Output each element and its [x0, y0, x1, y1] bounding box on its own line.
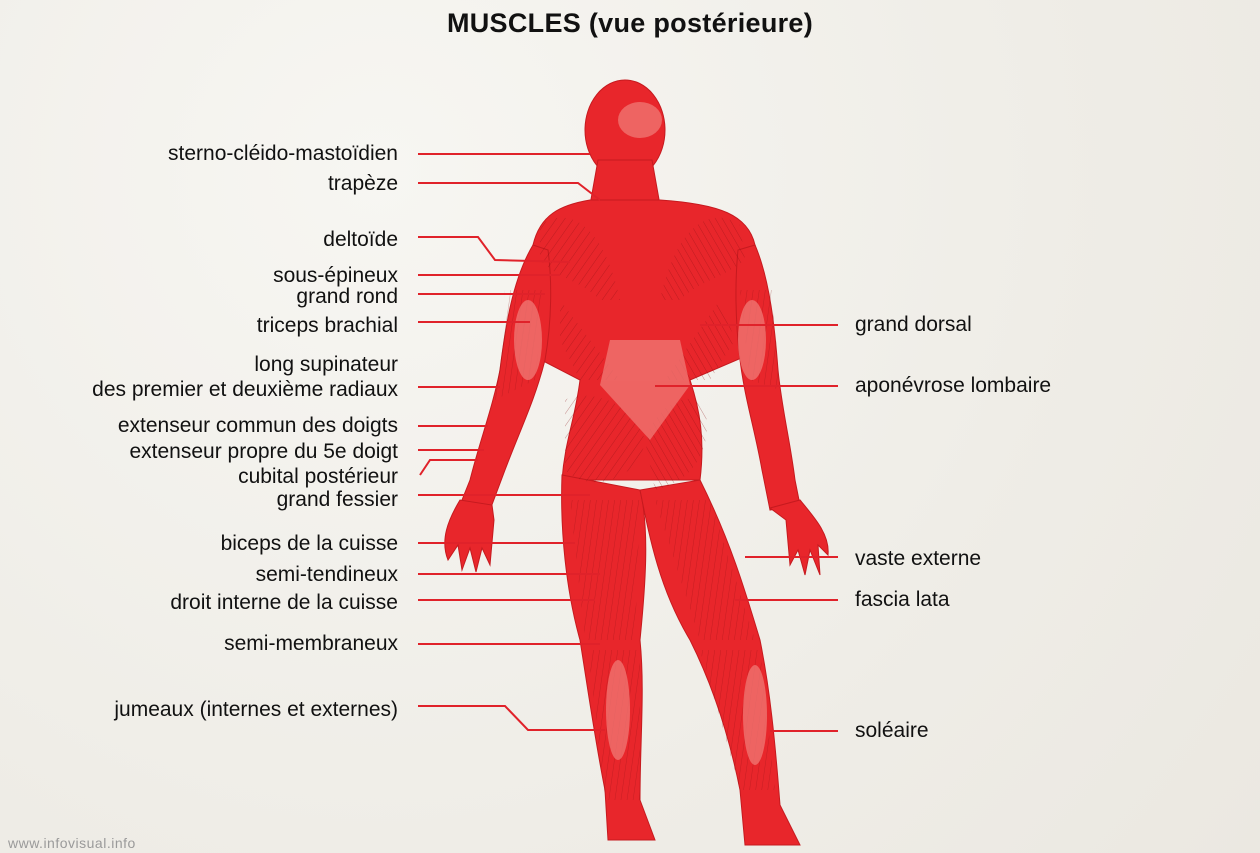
label-grand-rond: grand rond — [296, 285, 398, 309]
neck — [590, 160, 660, 205]
label-deltoide: deltoïde — [323, 228, 398, 252]
left-hand — [445, 500, 494, 572]
label-biceps-de-la-cuisse: biceps de la cuisse — [221, 532, 398, 556]
label-extenseur-propre-5e-doigt: extenseur propre du 5e doigt — [129, 440, 398, 464]
label-grand-fessier: grand fessier — [277, 488, 398, 512]
label-triceps-brachial: triceps brachial — [257, 314, 398, 338]
label-jumeaux: jumeaux (internes et externes) — [114, 698, 398, 722]
label-sterno-cleido-mastoidien: sterno-cléido-mastoïdien — [168, 142, 398, 166]
label-grand-dorsal: grand dorsal — [855, 313, 972, 337]
label-semi-membraneux: semi-membraneux — [224, 632, 398, 656]
label-fascia-lata: fascia lata — [855, 588, 950, 612]
label-aponevrose-lombaire: aponévrose lombaire — [855, 374, 1051, 398]
label-premier-deuxieme-radiaux: des premier et deuxième radiaux — [92, 378, 398, 402]
label-droit-interne-de-la-cuisse: droit interne de la cuisse — [170, 591, 398, 615]
label-long-supinateur: long supinateur — [254, 353, 398, 377]
label-soleaire: soléaire — [855, 719, 929, 743]
label-semi-tendineux: semi-tendineux — [256, 563, 398, 587]
label-trapeze: trapèze — [328, 172, 398, 196]
right-hand — [770, 500, 828, 575]
source-credit: www.infovisual.info — [8, 835, 136, 851]
label-extenseur-commun-des-doigts: extenseur commun des doigts — [118, 414, 398, 438]
label-vaste-externe: vaste externe — [855, 547, 981, 571]
label-cubital-posterieur: cubital postérieur — [238, 465, 398, 489]
